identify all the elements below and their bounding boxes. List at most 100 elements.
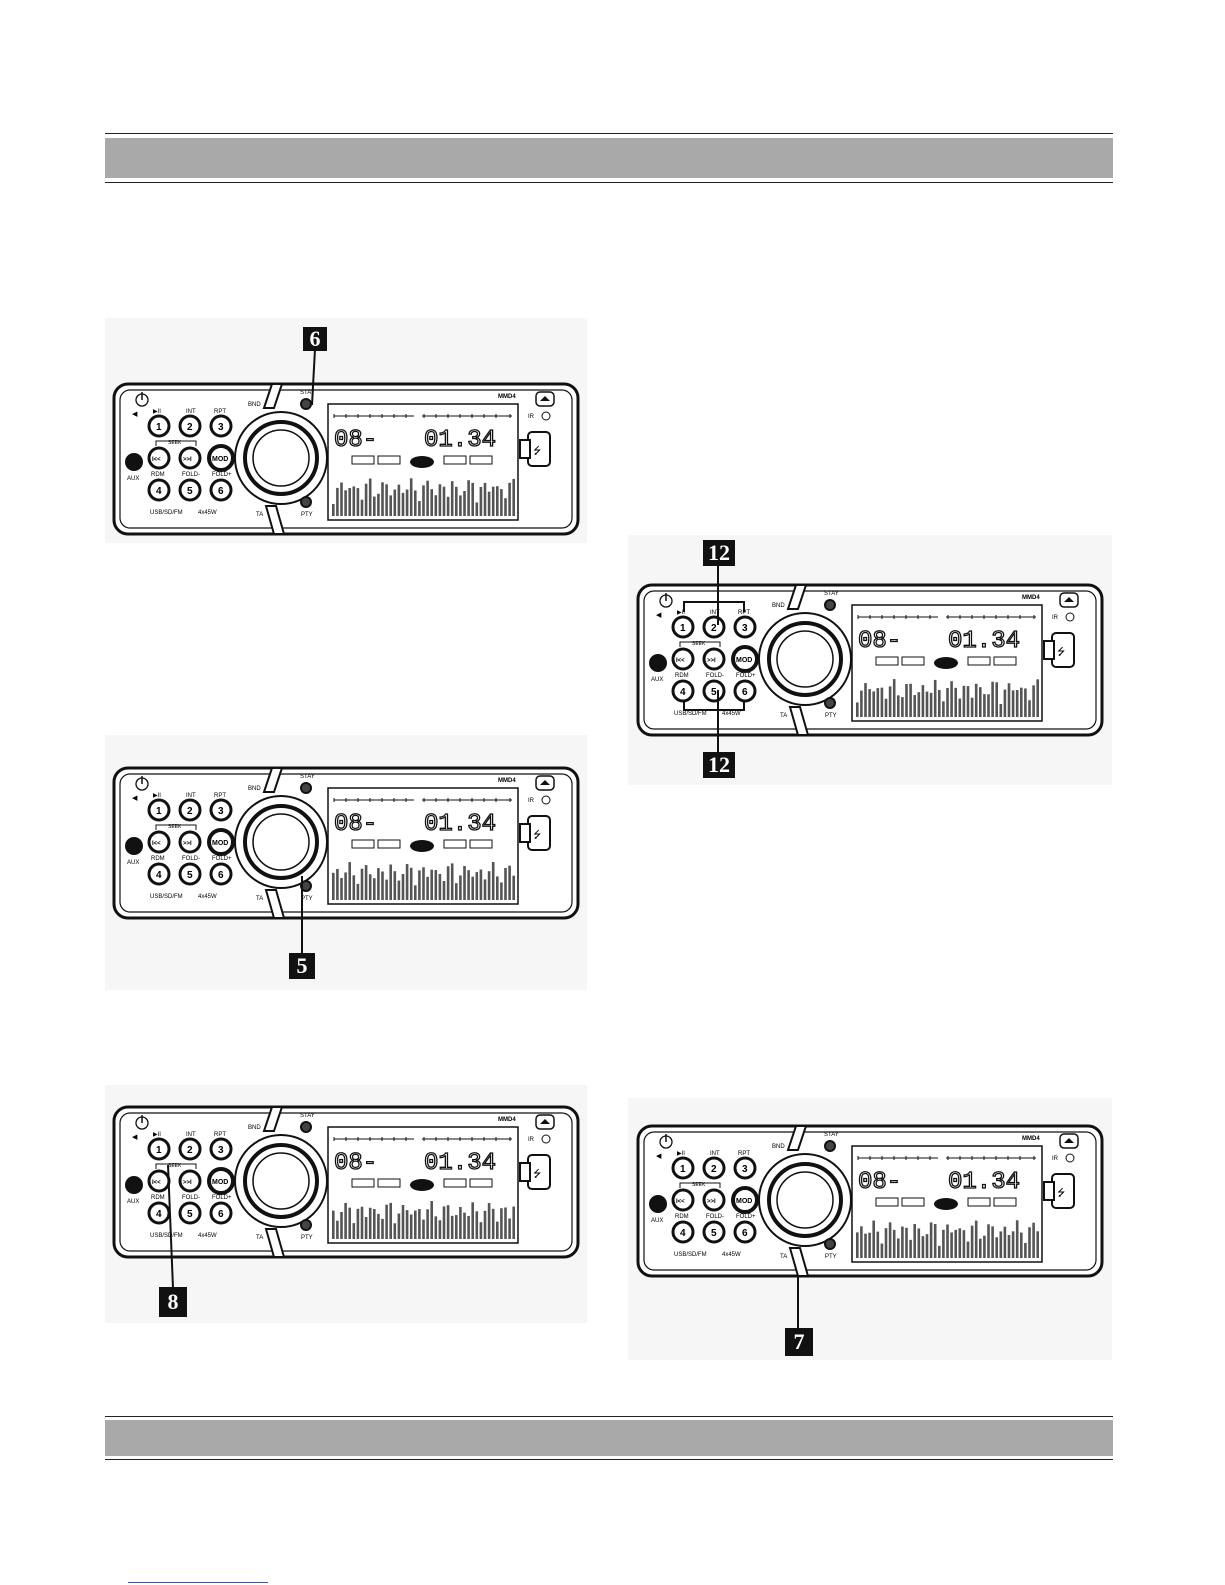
pty-button[interactable]: [300, 880, 312, 892]
preset-1-button[interactable]: 1: [147, 798, 171, 822]
seek-next-button[interactable]: >>I: [702, 647, 726, 671]
pty-button[interactable]: [824, 697, 836, 709]
usb-slot[interactable]: ⭍: [1043, 1173, 1075, 1209]
svg-text:6: 6: [218, 486, 224, 497]
preset-2-button[interactable]: 2: [702, 615, 726, 639]
preset-6-button[interactable]: 6: [209, 478, 233, 502]
preset-4-button[interactable]: 4: [671, 679, 695, 703]
lcd-segment-row: [333, 414, 512, 418]
preset-2-button[interactable]: 2: [178, 414, 202, 438]
eject-button[interactable]: [1059, 592, 1079, 608]
spectrum-bar: [471, 876, 474, 900]
seek-prev-button[interactable]: I<<: [671, 647, 695, 671]
seek-prev-button[interactable]: I<<: [147, 830, 171, 854]
preset-1-button[interactable]: 1: [671, 1156, 695, 1180]
eject-button[interactable]: [535, 391, 555, 407]
seek-prev-button[interactable]: I<<: [147, 1169, 171, 1193]
preset-6-button[interactable]: 6: [733, 1220, 757, 1244]
usb-slot[interactable]: ⭍: [1043, 632, 1075, 668]
preset-1-button[interactable]: 1: [147, 414, 171, 438]
preset-5-button[interactable]: 5: [178, 862, 202, 886]
usb-slot[interactable]: ⭍: [519, 431, 551, 467]
stay-button[interactable]: [824, 599, 836, 611]
preset-1-button[interactable]: 1: [671, 615, 695, 639]
mod-button[interactable]: MOD: [207, 444, 235, 472]
car-radio-faceplate-drawing: ◀ AUX ▶II INT RPT 1 2 3 SEEK I<< >>I MOD…: [636, 583, 1104, 737]
band-lever[interactable]: [262, 767, 284, 793]
volume-knob[interactable]: [234, 1134, 328, 1228]
svg-text:6: 6: [742, 1228, 748, 1239]
preset-2-button[interactable]: 2: [702, 1156, 726, 1180]
spectrum-bar: [430, 1201, 433, 1239]
volume-knob[interactable]: [758, 1153, 852, 1247]
stay-button[interactable]: [300, 782, 312, 794]
preset-4-button[interactable]: 4: [147, 478, 171, 502]
eject-button[interactable]: [535, 1114, 555, 1130]
eject-button[interactable]: [1059, 1133, 1079, 1149]
preset-2-button[interactable]: 2: [178, 798, 202, 822]
preset-3-button[interactable]: 3: [733, 1156, 757, 1180]
usb-slot[interactable]: ⭍: [519, 1154, 551, 1190]
seek-prev-button[interactable]: I<<: [671, 1188, 695, 1212]
seek-prev-button[interactable]: I<<: [147, 446, 171, 470]
band-lever[interactable]: [786, 584, 808, 610]
seek-next-button[interactable]: >>I: [178, 830, 202, 854]
usb-slot[interactable]: ⭍: [519, 815, 551, 851]
stay-button[interactable]: [300, 398, 312, 410]
band-lever[interactable]: [262, 383, 284, 409]
ta-lever[interactable]: [788, 1247, 810, 1277]
preset-1-button[interactable]: 1: [147, 1137, 171, 1161]
preset-6-button[interactable]: 6: [209, 862, 233, 886]
preset-5-button[interactable]: 5: [178, 1201, 202, 1225]
power-rating-label: 4x45W: [198, 894, 217, 900]
mod-button[interactable]: MOD: [731, 1186, 759, 1214]
spectrum-bar: [422, 1219, 425, 1239]
seek-next-button[interactable]: >>I: [178, 446, 202, 470]
volume-knob[interactable]: [234, 795, 328, 889]
mod-button[interactable]: MOD: [207, 1167, 235, 1195]
pty-button[interactable]: [300, 1219, 312, 1231]
mod-button[interactable]: MOD: [731, 645, 759, 673]
stay-button[interactable]: [300, 1121, 312, 1133]
spectrum-bar: [868, 1232, 871, 1258]
spectrum-bar: [1007, 683, 1011, 717]
seek-next-button[interactable]: >>I: [178, 1169, 202, 1193]
seek-next-button[interactable]: >>I: [702, 1188, 726, 1212]
preset-4-button[interactable]: 4: [147, 1201, 171, 1225]
preset-5-button[interactable]: 5: [702, 1220, 726, 1244]
preset-6-button[interactable]: 6: [209, 1201, 233, 1225]
ta-lever[interactable]: [264, 505, 286, 535]
ta-lever[interactable]: [264, 889, 286, 919]
preset-2-button[interactable]: 2: [178, 1137, 202, 1161]
footer-link-underline[interactable]: [128, 1582, 268, 1583]
preset-3-button[interactable]: 3: [209, 798, 233, 822]
preset-5-button[interactable]: 5: [702, 679, 726, 703]
int-label: INT: [186, 409, 196, 415]
pty-button[interactable]: [824, 1238, 836, 1250]
preset-3-button[interactable]: 3: [209, 1137, 233, 1161]
preset-3-button[interactable]: 3: [209, 414, 233, 438]
header-bar: [105, 138, 1113, 178]
pty-button[interactable]: [300, 496, 312, 508]
band-lever[interactable]: [786, 1125, 808, 1151]
ta-lever[interactable]: [264, 1228, 286, 1258]
spectrum-bar: [414, 490, 417, 516]
preset-4-button[interactable]: 4: [147, 862, 171, 886]
preset-5-button[interactable]: 5: [178, 478, 202, 502]
mod-button[interactable]: MOD: [207, 828, 235, 856]
volume-knob[interactable]: [758, 612, 852, 706]
svg-text:4: 4: [680, 687, 686, 698]
ta-lever[interactable]: [788, 706, 810, 736]
spectrum-bar: [1024, 1242, 1027, 1258]
spectrum-bar: [868, 689, 871, 717]
spectrum-bar: [450, 863, 454, 900]
svg-text:MOD: MOD: [736, 657, 752, 664]
volume-knob[interactable]: [234, 411, 328, 505]
eject-button[interactable]: [535, 775, 555, 791]
preset-4-button[interactable]: 4: [671, 1220, 695, 1244]
stay-button[interactable]: [824, 1140, 836, 1152]
preset-6-button[interactable]: 6: [733, 679, 757, 703]
band-lever[interactable]: [262, 1106, 284, 1132]
spectrum-bar: [414, 1210, 417, 1239]
preset-3-button[interactable]: 3: [733, 615, 757, 639]
